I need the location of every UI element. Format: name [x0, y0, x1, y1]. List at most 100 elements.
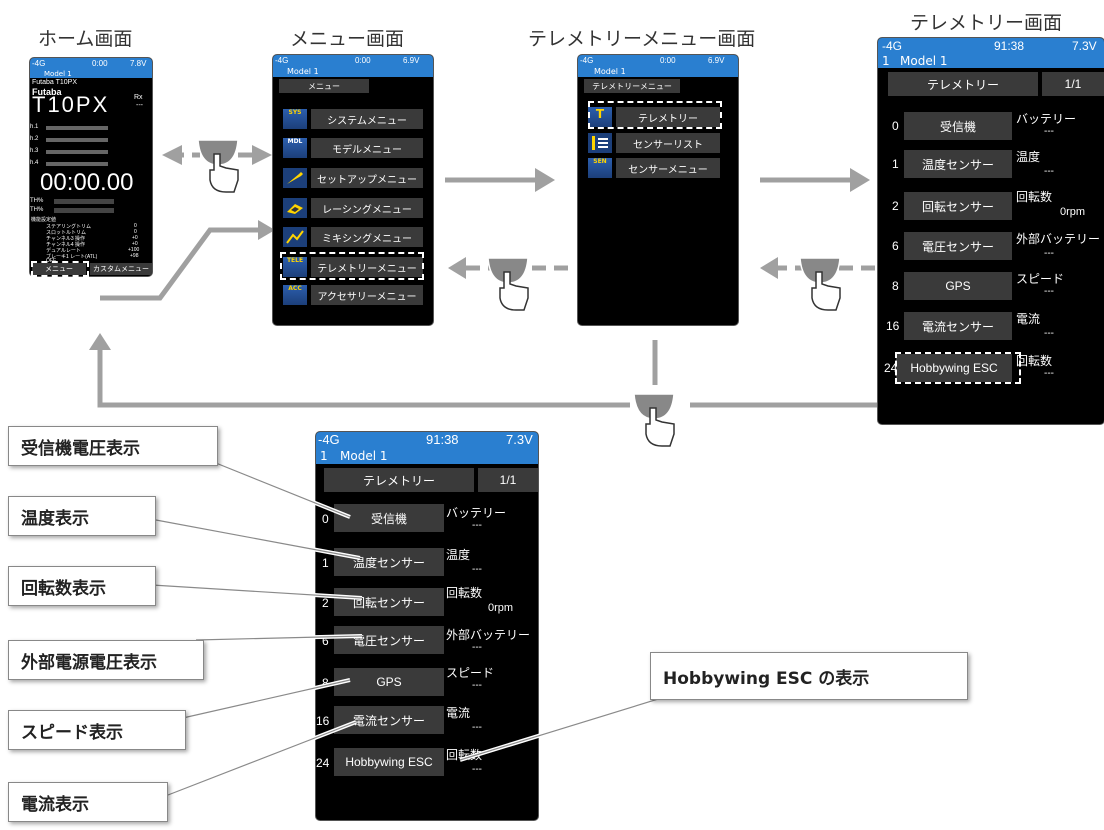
detail-signal: -4G — [318, 432, 340, 447]
func-value: 0 — [134, 229, 137, 235]
menu-screen: -4G 0:00 6.9V Model 1 メニュー SYS システムメニュー … — [273, 55, 433, 325]
telemenu-item-sensor-list[interactable]: センサーリスト — [588, 133, 720, 153]
menu-item-label: モデルメニュー — [311, 138, 423, 158]
home-menu-highlight — [31, 261, 89, 277]
telemetry-t-icon: T — [588, 107, 612, 127]
model-icon: MDL — [283, 138, 307, 158]
tele-model-number: 1 — [882, 54, 890, 68]
detail-label: 回転数 — [446, 586, 483, 600]
tele-value: --- — [1044, 166, 1054, 177]
telemenu-model-name: Model 1 — [594, 67, 626, 76]
tele-sensor-button[interactable]: Hobbywing ESC — [896, 354, 1012, 382]
detail-header: テレメトリー — [324, 468, 474, 492]
detail-label: 外部バッテリー — [446, 628, 531, 642]
tele-slot: 1 — [892, 157, 899, 171]
menu-item-system[interactable]: SYS システムメニュー — [283, 109, 423, 129]
channel-label: h.4 — [30, 160, 39, 166]
telemenu-header: テレメトリーメニュー — [584, 79, 680, 93]
detail-sensor-button[interactable]: 受信機 — [334, 504, 444, 532]
detail-sensor-button[interactable]: GPS — [334, 668, 444, 696]
func-line: スロットルトリム — [46, 230, 87, 236]
telemetry-icon: TELE — [283, 257, 307, 277]
callout-hobbywing: Hobbywing ESC の表示 — [650, 652, 968, 700]
func-header: 機能設定値 — [31, 217, 57, 223]
telemenu-item-sensor-menu[interactable]: SEN センサーメニュー — [588, 158, 720, 178]
detail-label: 温度 — [446, 548, 471, 562]
home-menu-button[interactable]: メニュー — [32, 263, 86, 275]
callout-receiver-voltage: 受信機電圧表示 — [8, 426, 218, 466]
home-logo: Futaba — [32, 87, 62, 97]
home-screen: -4G 0:00 7.8V Model 1 Futaba T10PX Futab… — [30, 58, 152, 276]
tele-label: スピード — [1016, 272, 1065, 286]
tele-value: 0rpm — [1060, 206, 1086, 218]
title-menu: メニュー画面 — [290, 28, 405, 50]
tele-status-bar: -4G 91:38 7.3V — [878, 38, 1104, 54]
tap-hand-icons — [197, 139, 841, 447]
menu-item-label: アクセサリーメニュー — [311, 285, 423, 305]
trim-bar — [54, 208, 114, 213]
detail-label: バッテリー — [446, 506, 507, 520]
func-value: +100 — [128, 247, 140, 253]
home-product-name: T10PX — [32, 92, 110, 117]
telemetry-menu-screen: -4G 0:00 6.9V Model 1 テレメトリーメニュー T テレメトリ… — [578, 55, 738, 325]
tele-sensor-button[interactable]: 電圧センサー — [904, 232, 1012, 260]
tele-value: --- — [1044, 286, 1054, 297]
menu-item-mixing[interactable]: ミキシングメニュー — [283, 227, 423, 247]
detail-battery: 7.3V — [506, 432, 533, 447]
detail-sensor-button[interactable]: Hobbywing ESC — [334, 748, 444, 776]
tele-sensor-button[interactable]: 温度センサー — [904, 150, 1012, 178]
menu-item-model[interactable]: MDL モデルメニュー — [283, 138, 423, 158]
home-clock: 0:00 — [92, 59, 108, 68]
tele-page-indicator: 1/1 — [1042, 72, 1104, 96]
func-value: +98 — [130, 253, 139, 259]
tele-battery: 7.3V — [1072, 39, 1097, 53]
tele-slot: 8 — [892, 279, 899, 293]
menu-item-setup[interactable]: セットアップメニュー — [283, 168, 423, 188]
callout-speed: スピード表示 — [8, 710, 186, 750]
tele-sensor-button[interactable]: 電流センサー — [904, 312, 1012, 340]
detail-page-indicator: 1/1 — [478, 468, 538, 492]
tele-model-name: Model 1 — [900, 54, 948, 68]
channel-label: h.2 — [30, 136, 39, 142]
detail-value: --- — [472, 764, 482, 775]
tele-slot: 0 — [892, 119, 899, 133]
detail-slot: 6 — [322, 634, 329, 648]
racing-flag-icon — [283, 198, 307, 218]
channel-bar — [46, 162, 108, 166]
tele-sensor-button[interactable]: 受信機 — [904, 112, 1012, 140]
detail-clock: 91:38 — [426, 432, 459, 447]
menu-item-accessory[interactable]: ACC アクセサリーメニュー — [283, 285, 423, 305]
tele-label: 温度 — [1016, 150, 1041, 164]
tele-signal: -4G — [882, 39, 903, 53]
trim-label: TH% — [30, 207, 44, 213]
tele-sensor-button[interactable]: GPS — [904, 272, 1012, 300]
func-value: +0 — [132, 235, 138, 241]
tele-value: --- — [1044, 328, 1054, 339]
trim-bar — [54, 199, 114, 204]
menu-item-racing[interactable]: レーシングメニュー — [283, 198, 423, 218]
func-line: デュアルレート — [46, 248, 81, 254]
func-value: +0 — [132, 241, 138, 247]
menu-signal: -4G — [275, 56, 289, 65]
telemenu-telemetry-highlight — [588, 101, 722, 129]
detail-sensor-button[interactable]: 電流センサー — [334, 706, 444, 734]
telemenu-item-telemetry[interactable]: T テレメトリー — [588, 107, 720, 127]
tele-value: --- — [1044, 368, 1054, 379]
tele-clock: 91:38 — [994, 39, 1025, 53]
telemenu-battery: 6.9V — [708, 56, 725, 65]
home-custom-menu-button[interactable]: カスタムメニュー — [90, 263, 152, 275]
tele-label: 電流 — [1016, 312, 1041, 326]
mixing-icon — [283, 227, 307, 247]
tele-slot: 2 — [892, 199, 899, 213]
callout-temperature: 温度表示 — [8, 496, 156, 536]
detail-sensor-button[interactable]: 温度センサー — [334, 548, 444, 576]
detail-sensor-button[interactable]: 電圧センサー — [334, 626, 444, 654]
telemenu-item-label: センサーメニュー — [616, 158, 720, 178]
home-signal: -4G — [32, 59, 46, 68]
detail-sensor-button[interactable]: 回転センサー — [334, 588, 444, 616]
menu-model-name: Model 1 — [287, 67, 319, 76]
system-icon: SYS — [283, 109, 307, 129]
channel-label: h.1 — [30, 124, 39, 130]
menu-item-telemetry[interactable]: TELE テレメトリーメニュー — [283, 257, 423, 277]
tele-sensor-button[interactable]: 回転センサー — [904, 192, 1012, 220]
